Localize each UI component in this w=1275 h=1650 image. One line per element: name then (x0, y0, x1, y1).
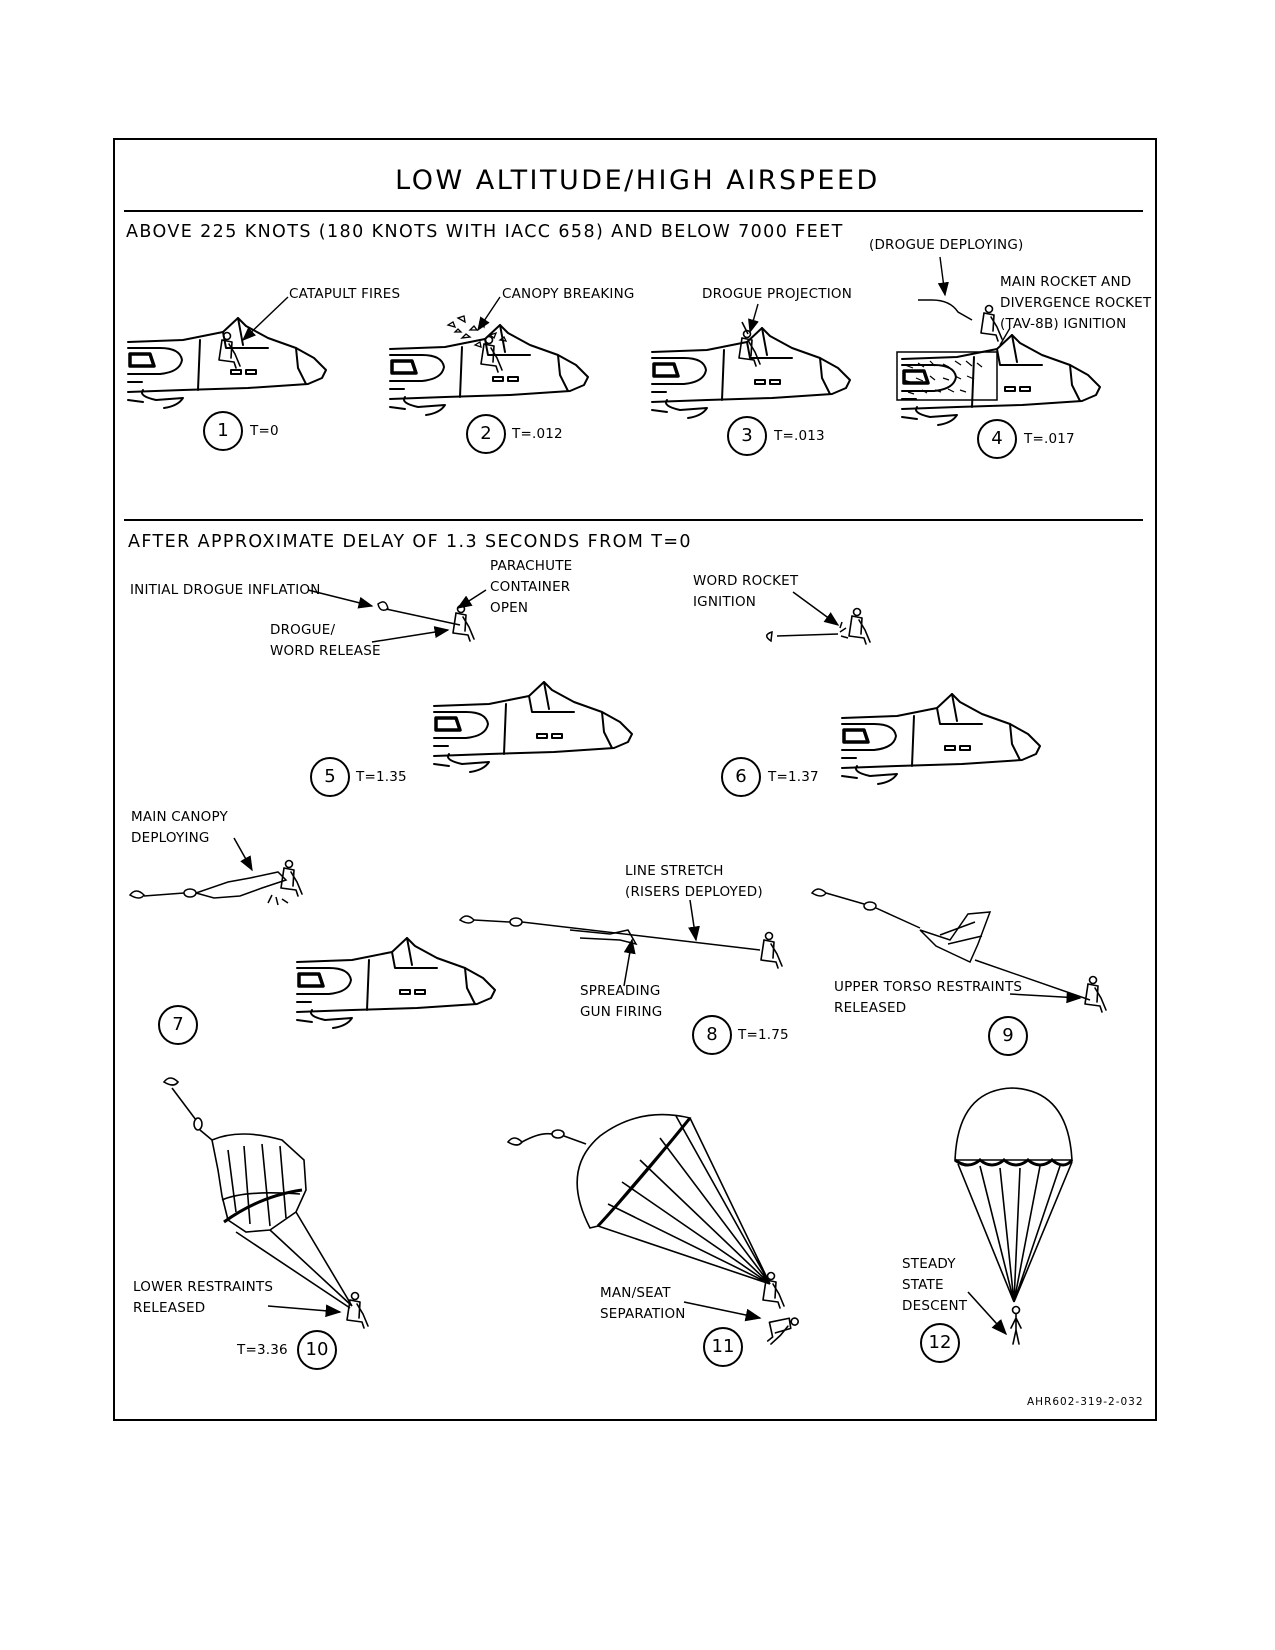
label-word-rocket-ignition: WORD ROCKET IGNITION (693, 573, 799, 610)
step-number-1: 1 (203, 411, 243, 451)
section-1-heading: ABOVE 225 KNOTS (180 KNOTS WITH IACC 658… (126, 222, 844, 242)
label-catapult-fires: CATAPULT FIRES (289, 286, 401, 302)
rocket-plume (896, 351, 998, 401)
canopy-fragments (446, 315, 508, 348)
step-time-8: T=1.75 (738, 1027, 789, 1043)
label-lower-restraints: LOWER RESTRAINTS RELEASED (133, 1279, 274, 1316)
figure-reference-id: AHR602-319-2-032 (1027, 1396, 1144, 1408)
jet-step-2 (388, 323, 590, 417)
seat-step-1 (218, 331, 241, 369)
step-time-1: T=0 (250, 423, 279, 439)
step-number-6: 6 (721, 757, 761, 797)
canopy-step-10 (162, 1077, 369, 1329)
jet-step-1 (126, 316, 328, 410)
jet-step-5 (432, 680, 634, 774)
label-initial-drogue-inflation: INITIAL DROGUE INFLATION (130, 582, 321, 598)
canopy-step-11 (506, 1113, 804, 1346)
section-2-heading: AFTER APPROXIMATE DELAY OF 1.3 SECONDS F… (128, 532, 692, 552)
step-time-6: T=1.37 (768, 769, 819, 785)
step-number-3: 3 (727, 416, 767, 456)
label-main-rocket: MAIN ROCKET AND DIVERGENCE ROCKET (TAV-8… (1000, 274, 1152, 332)
label-drogue-word-release: DROGUE/ WORD RELEASE (270, 622, 381, 659)
label-upper-torso-restraints: UPPER TORSO RESTRAINTS RELEASED (834, 979, 1023, 1016)
drogue-step-6 (766, 591, 871, 645)
jet-step-4 (900, 333, 1102, 427)
step-number-8: 8 (692, 1015, 732, 1055)
step-time-3: T=.013 (774, 428, 825, 444)
label-spreading-gun-firing: SPREADING GUN FIRING (580, 983, 663, 1020)
step-number-2: 2 (466, 414, 506, 454)
label-parachute-container-open: PARACHUTE CONTAINER OPEN (490, 558, 573, 616)
jet-step-3 (650, 326, 852, 420)
step-number-4: 4 (977, 419, 1017, 459)
seat-step-3 (738, 329, 761, 367)
label-steady-state-descent: STEADY STATE DESCENT (902, 1256, 968, 1314)
step-number-11: 11 (703, 1327, 743, 1367)
step-time-5: T=1.35 (356, 769, 407, 785)
label-line-stretch: LINE STRETCH (RISERS DEPLOYED) (625, 863, 763, 900)
jet-step-7 (295, 936, 497, 1030)
step-number-7: 7 (158, 1005, 198, 1045)
jet-step-6 (840, 692, 1042, 786)
label-main-canopy-deploying: MAIN CANOPY DEPLOYING (131, 809, 228, 846)
label-canopy-breaking: CANOPY BREAKING (502, 286, 635, 302)
step-number-5: 5 (310, 757, 350, 797)
step-number-12: 12 (920, 1323, 960, 1363)
figure-title: LOW ALTITUDE/HIGH AIRSPEED (395, 165, 880, 196)
canopy-step-7 (128, 837, 303, 906)
canopy-step-8 (458, 899, 783, 987)
label-drogue-projection: DROGUE PROJECTION (702, 286, 853, 302)
step-time-2: T=.012 (512, 426, 563, 442)
label-drogue-deploying: (DROGUE DEPLOYING) (869, 237, 1024, 253)
canopy-step-12 (954, 1087, 1074, 1345)
figure-frame (113, 138, 1157, 1421)
step-time-4: T=.017 (1024, 431, 1075, 447)
label-man-seat-separation: MAN/SEAT SEPARATION (600, 1285, 686, 1322)
step-number-10: 10 (297, 1330, 337, 1370)
canopy-step-9 (810, 888, 1107, 1013)
drogue-step-5 (307, 589, 487, 643)
seat-step-4 (980, 304, 1003, 342)
step-number-9: 9 (988, 1016, 1028, 1056)
step-time-10: T=3.36 (237, 1342, 288, 1358)
